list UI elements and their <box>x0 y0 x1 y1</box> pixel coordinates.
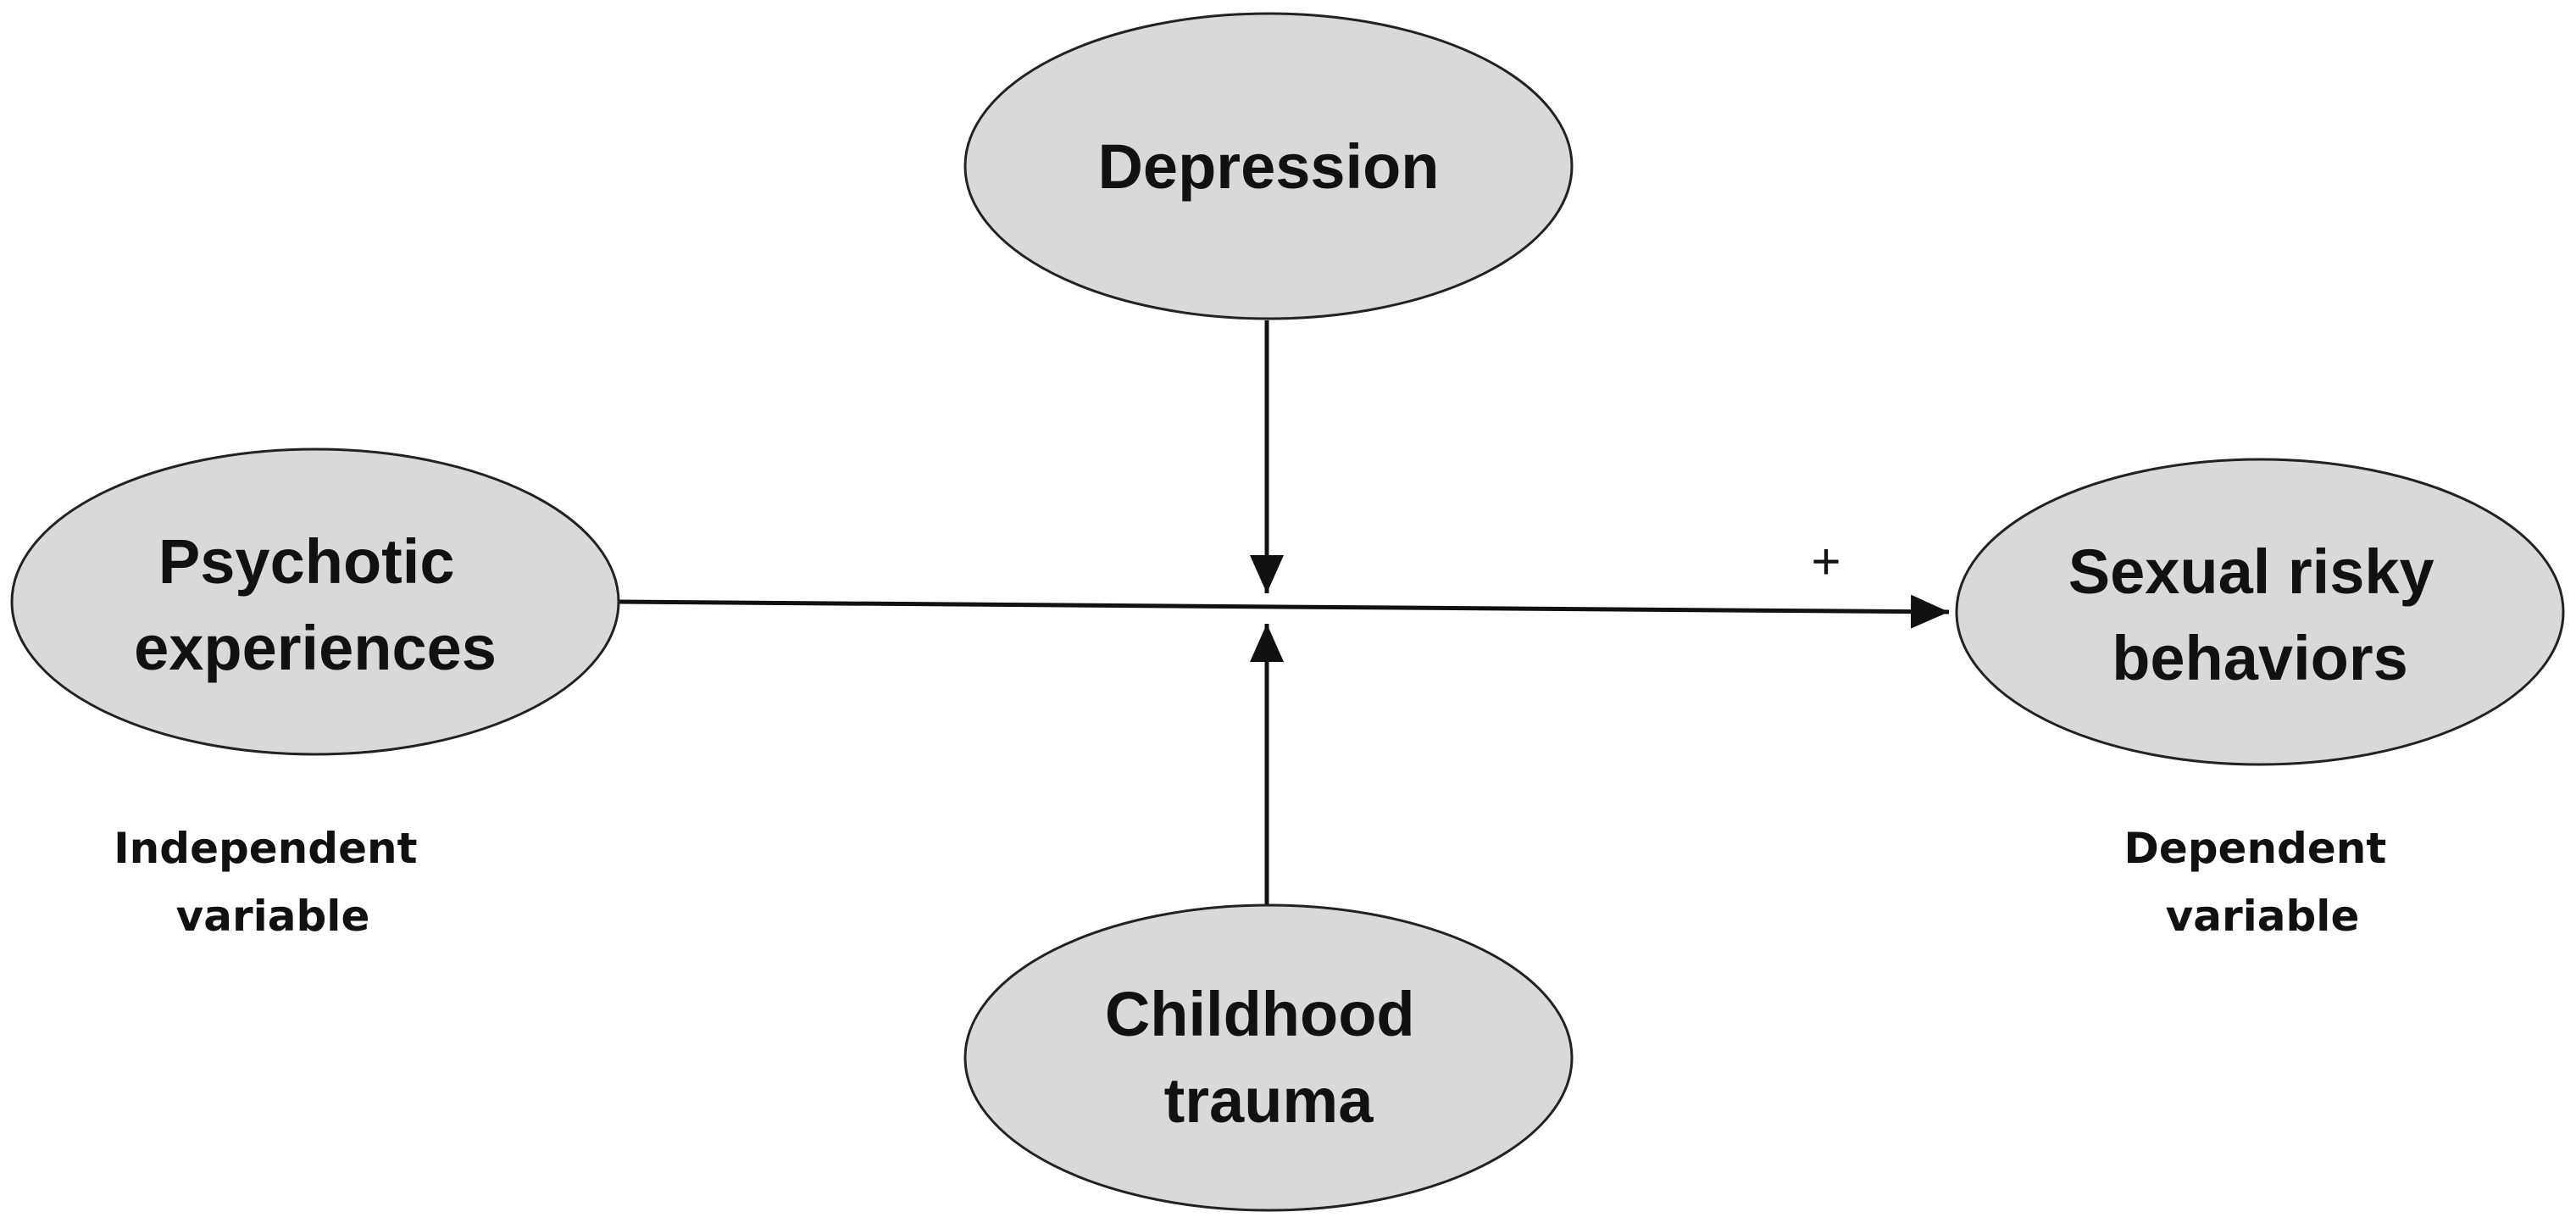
dependent-variable-label: Dependent variable <box>2124 824 2401 941</box>
node-psychotic-experiences-ellipse <box>10 448 620 756</box>
main-path-arrow <box>618 594 1950 629</box>
dependent-variable-line-2: variable <box>2166 892 2360 941</box>
node-sexual-risky-behaviors-line-2: behaviors <box>2112 623 2408 693</box>
node-childhood-trauma: Childhood trauma <box>963 903 1574 1212</box>
node-depression-ellipse <box>963 12 1574 320</box>
node-psychotic-experiences-line-2: experiences <box>134 613 497 683</box>
node-childhood-trauma-label: Childhood trauma <box>1105 979 1432 1136</box>
independent-variable-label: Independent variable <box>114 824 432 941</box>
node-childhood-trauma-line-2: trauma <box>1164 1065 1374 1136</box>
independent-variable-line-2: variable <box>176 892 370 941</box>
node-childhood-trauma-line-1: Childhood <box>1105 979 1415 1049</box>
node-sexual-risky-behaviors: Sexual risky behaviors <box>1955 458 2565 766</box>
node-sexual-risky-behaviors-line-1: Sexual risky <box>2068 536 2434 607</box>
node-psychotic-experiences-line-1: Psychotic <box>158 526 455 597</box>
dependent-variable-line-1: Dependent <box>2124 824 2386 873</box>
independent-variable-line-1: Independent <box>114 824 417 873</box>
node-sexual-risky-behaviors-ellipse <box>1955 458 2565 766</box>
node-sexual-risky-behaviors-label: Sexual risky behaviors <box>2068 536 2452 693</box>
node-depression-line-1: Depression <box>1097 131 1439 202</box>
node-childhood-trauma-ellipse <box>963 903 1574 1212</box>
node-psychotic-experiences-label: Psychotic experiences <box>134 526 497 683</box>
node-depression: Depression <box>963 12 1574 320</box>
node-psychotic-experiences: Psychotic experiences <box>10 448 620 756</box>
main-path-sign: + <box>1811 533 1840 590</box>
node-depression-label: Depression <box>1097 131 1439 202</box>
